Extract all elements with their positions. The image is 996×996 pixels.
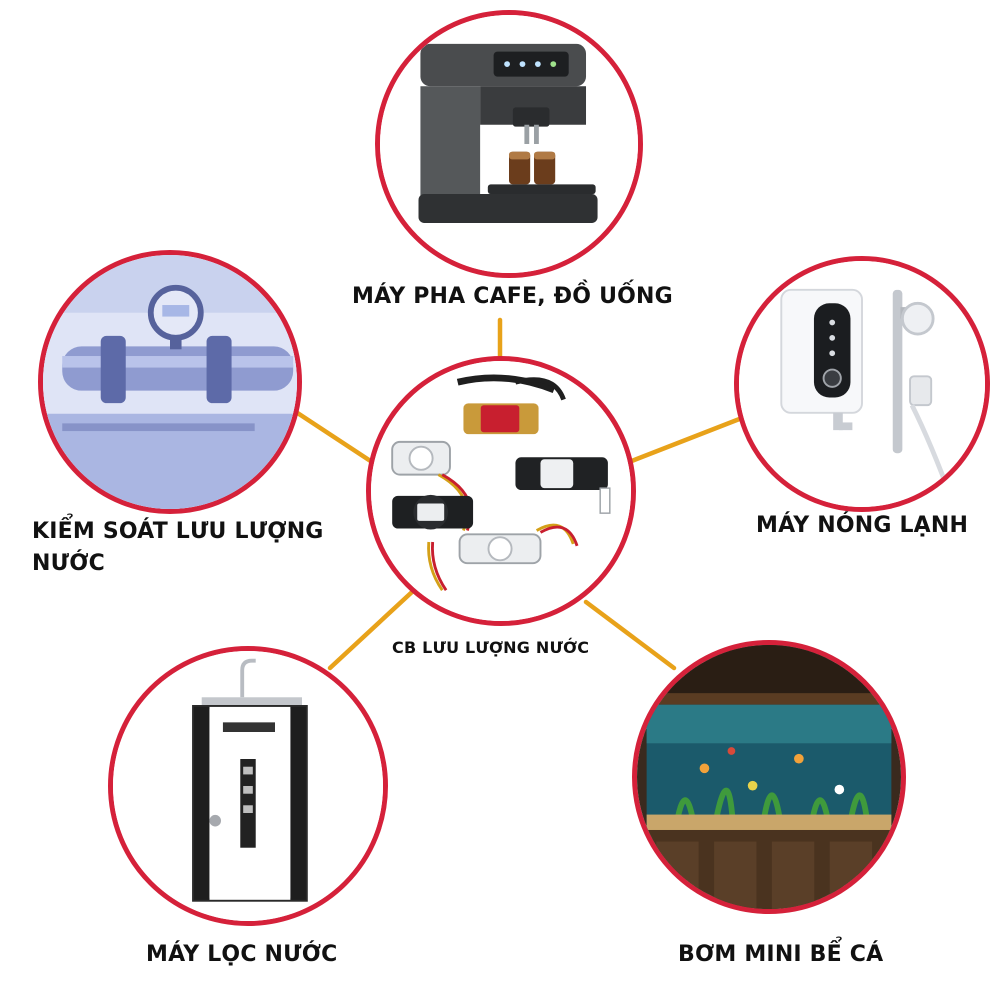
water-heater-icon: [739, 261, 985, 507]
water-flow-sensors-icon: [371, 361, 631, 621]
water-heater-node: [734, 256, 990, 512]
aquarium-label: BƠM MINI BỂ CÁ: [678, 942, 884, 967]
flow-control-label: KIỂM SOÁT LƯU LƯỢNG NƯỚC: [32, 516, 324, 580]
flow-control-label-line1: KIỂM SOÁT LƯU LƯỢNG: [32, 519, 324, 544]
water-purifier-label: MÁY LỌC NƯỚC: [146, 942, 338, 967]
flow-control-label-line2: NƯỚC: [32, 551, 105, 576]
connector-purifier: [327, 589, 415, 671]
connector-aquarium: [583, 599, 677, 671]
flow-meter-node: [38, 250, 302, 514]
connector-heater: [621, 415, 745, 467]
coffee-machine-label: MÁY PHA CAFE, ĐỒ UỐNG: [352, 284, 673, 309]
coffee-machine-icon: [380, 15, 638, 273]
water-purifier-node: [108, 646, 388, 926]
industrial-flow-meter-icon: [43, 255, 297, 509]
water-heater-label: MÁY NÓNG LẠNH: [756, 513, 969, 538]
aquarium-node: [632, 640, 906, 914]
water-purifier-icon: [113, 651, 383, 921]
connector-flow: [293, 409, 375, 465]
coffee-machine-node: [375, 10, 643, 278]
flow-sensor-label: CB LƯU LƯỢNG NƯỚC: [392, 638, 590, 657]
flow-sensor-node: [366, 356, 636, 626]
aquarium-icon: [637, 645, 901, 909]
